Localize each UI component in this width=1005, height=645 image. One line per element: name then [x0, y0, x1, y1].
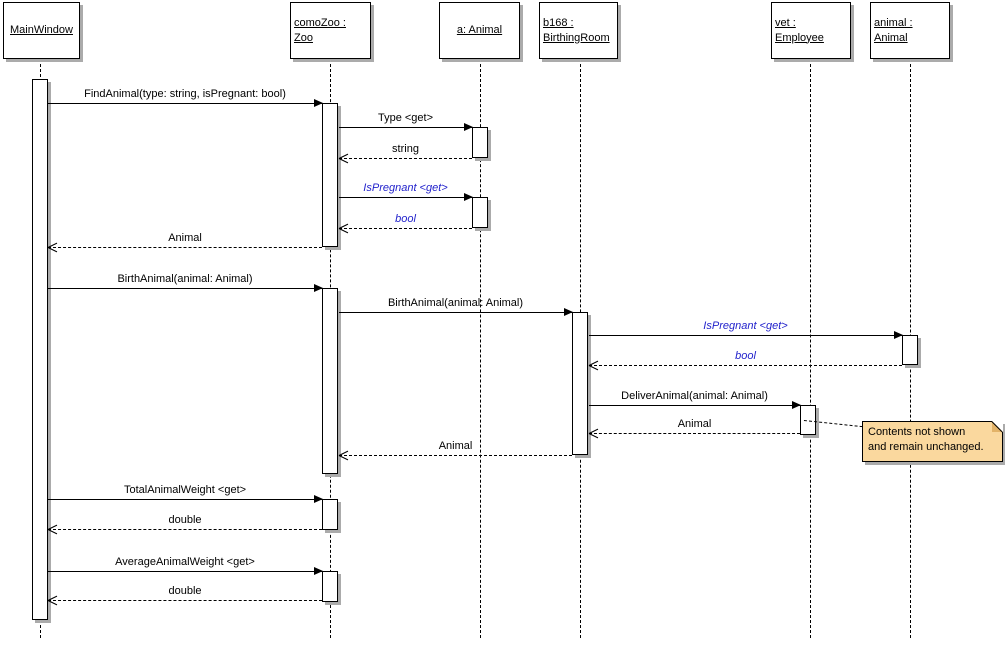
lifeline-label: Employee: [775, 31, 824, 44]
message-call-ispregnant-get-animal: IsPregnant <get>: [589, 320, 903, 339]
lifeline-label: a: Animal: [456, 24, 503, 36]
message-label: IsPregnant <get>: [703, 320, 788, 332]
message-label: IsPregnant <get>: [363, 182, 448, 194]
message-label: BirthAnimal(animal: Animal): [387, 297, 524, 309]
lifeline-label: Zoo: [294, 31, 313, 44]
message-label: Type <get>: [377, 112, 434, 124]
lifeline-head-comozoo: comoZoo : Zoo: [290, 2, 371, 59]
lifeline-label: Animal: [874, 31, 908, 44]
message-label: Animal: [438, 440, 473, 452]
message-return-animal-to-comozoo: Animal: [339, 440, 572, 456]
lifeline-label: BirthingRoom: [543, 31, 610, 44]
message-label: DeliverAnimal(animal: Animal): [621, 390, 768, 402]
message-call-birthanimal: BirthAnimal(animal: Animal): [48, 273, 323, 292]
activation-a-animal-ispregnant: [472, 197, 488, 228]
message-return-string: string: [339, 143, 472, 159]
message-return-animal-to-mainwindow: Animal: [48, 232, 322, 248]
message-label: Animal: [677, 418, 712, 430]
lifeline-head-vet: vet : Employee: [771, 2, 851, 59]
activation-comozoo-averageweight: [322, 571, 338, 602]
message-label: BirthAnimal(animal: Animal): [117, 273, 253, 285]
message-call-type-get: Type <get>: [339, 112, 473, 131]
lifeline-label: animal :: [874, 16, 913, 29]
message-label: string: [392, 143, 419, 155]
activation-mainwindow: [32, 79, 48, 620]
lifeline-head-b168: b168 : BirthingRoom: [539, 2, 618, 59]
message-return-double-average: double: [48, 585, 322, 601]
message-return-double-total: double: [48, 514, 322, 530]
lifeline-label: vet :: [775, 16, 796, 29]
lifeline-head-mainwindow: MainWindow: [3, 2, 80, 59]
activation-comozoo-birthanimal: [322, 288, 338, 474]
message-label: double: [168, 514, 202, 526]
note-text: and remain unchanged.: [868, 441, 984, 453]
message-call-ispregnant-get: IsPregnant <get>: [339, 182, 473, 201]
message-call-totalanimalweight: TotalAnimalWeight <get>: [48, 484, 323, 503]
lifeline-vet: [810, 59, 811, 638]
message-label: double: [168, 585, 202, 597]
message-label: TotalAnimalWeight <get>: [123, 484, 247, 496]
message-call-deliveranimal: DeliverAnimal(animal: Animal): [589, 390, 801, 409]
message-label: bool: [395, 213, 416, 225]
activation-comozoo-findanimal: [322, 103, 338, 247]
message-return-bool: bool: [339, 213, 472, 229]
message-call-averageanimalweight: AverageAnimalWeight <get>: [48, 556, 323, 575]
message-return-bool-animal: bool: [589, 350, 902, 366]
lifeline-label: b168 :: [543, 16, 574, 29]
message-return-animal-from-vet: Animal: [589, 418, 800, 434]
lifeline-label: comoZoo :: [294, 16, 346, 29]
message-call-findanimal: FindAnimal(type: string, isPregnant: boo…: [48, 88, 323, 107]
lifeline-a-animal: [480, 59, 481, 638]
activation-comozoo-totalweight: [322, 499, 338, 530]
activation-animal: [902, 335, 918, 365]
message-label: bool: [735, 350, 756, 362]
note-text: Contents not shown: [868, 426, 966, 438]
note: Contents not shown and remain unchanged.: [862, 421, 1003, 462]
message-label: AverageAnimalWeight <get>: [115, 556, 255, 568]
message-label: FindAnimal(type: string, isPregnant: boo…: [84, 88, 286, 100]
message-label: Animal: [168, 232, 202, 244]
message-call-birthanimal-b168: BirthAnimal(animal: Animal): [339, 297, 573, 316]
activation-a-animal-type: [472, 127, 488, 158]
lifeline-label: MainWindow: [10, 24, 73, 36]
lifeline-head-animal: animal : Animal: [870, 2, 950, 59]
note-fold-corner-icon: [992, 421, 1003, 432]
lifeline-head-a-animal: a: Animal: [439, 2, 520, 59]
activation-vet: [800, 405, 816, 435]
activation-b168: [572, 312, 588, 455]
